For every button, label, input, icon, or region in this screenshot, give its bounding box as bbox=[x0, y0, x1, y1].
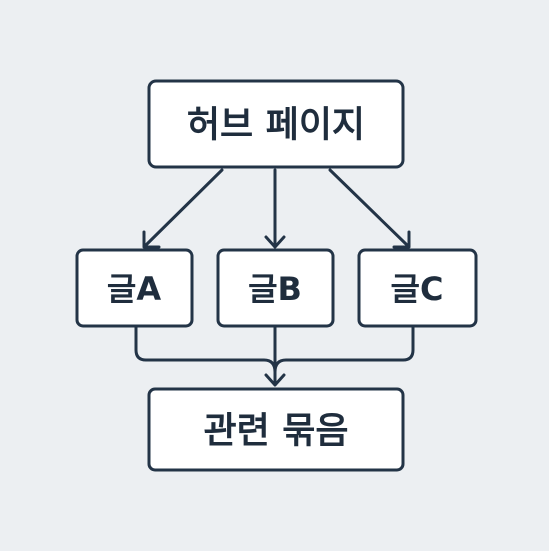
arrowhead-article-c bbox=[392, 230, 411, 249]
article-b-label: 글B bbox=[248, 270, 302, 308]
arrowhead-article-a bbox=[142, 230, 161, 249]
collection-label: 관련 묶음 bbox=[203, 411, 348, 452]
article-a-box bbox=[75, 248, 194, 328]
edge-article-a-to-collection bbox=[134, 325, 277, 386]
edge-hub-to-article-a bbox=[144, 168, 224, 247]
edges-articles-to-collection bbox=[134, 325, 415, 387]
article-b-box bbox=[216, 248, 335, 328]
article-c-box bbox=[357, 248, 478, 328]
article-a-label: 글A bbox=[107, 270, 161, 308]
article-node-b: 글B bbox=[216, 248, 335, 328]
collection-node: 관련 묶음 bbox=[147, 387, 405, 472]
article-c-label: 글C bbox=[391, 270, 444, 308]
collection-box bbox=[147, 387, 405, 472]
edges-hub-to-articles bbox=[142, 168, 411, 249]
hub-label: 허브 페이지 bbox=[187, 105, 365, 146]
arrowhead-collection bbox=[264, 373, 286, 387]
article-node-c: 글C bbox=[357, 248, 478, 328]
hub-node: 허브 페이지 bbox=[147, 79, 405, 169]
edge-hub-to-article-c bbox=[328, 168, 409, 247]
article-node-a: 글A bbox=[75, 248, 194, 328]
hub-box bbox=[147, 79, 405, 169]
edge-article-c-to-collection bbox=[273, 325, 415, 386]
arrowhead-article-b bbox=[264, 235, 286, 249]
